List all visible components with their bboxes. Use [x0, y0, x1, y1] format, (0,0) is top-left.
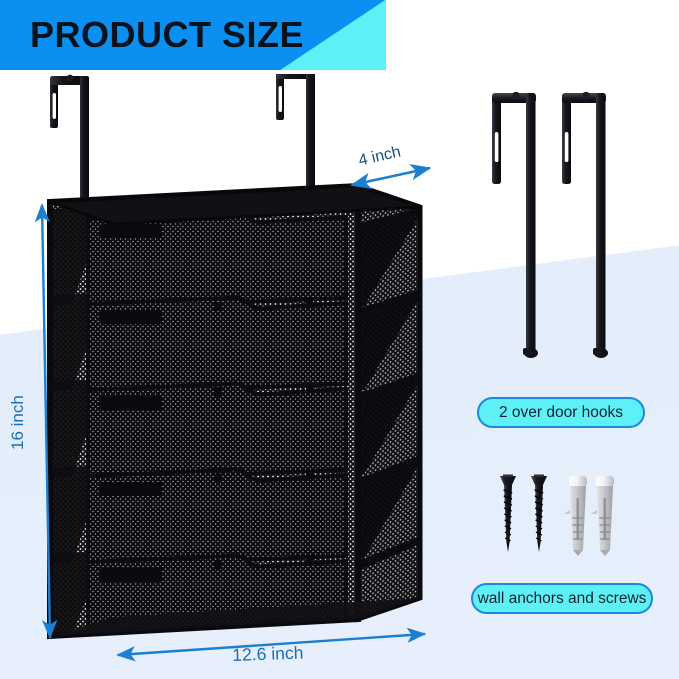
screw	[531, 474, 547, 552]
organizer-tier	[86, 381, 348, 483]
over-door-hooks-illustration	[470, 92, 630, 377]
organizer-door-hook-right	[276, 74, 315, 194]
organizer-tier	[86, 295, 348, 397]
banner-accent-triangle	[281, 0, 386, 70]
organizer-side-panel	[355, 182, 423, 623]
callout-over-door-hooks: 2 over door hooks	[477, 397, 645, 428]
organizer-tier	[86, 467, 348, 569]
screw	[500, 474, 516, 552]
height-label: 16 inch	[8, 395, 27, 450]
width-label: 12.6 inch	[232, 642, 304, 665]
organizer-tier	[86, 209, 348, 311]
callout-wall-anchors-and-screws: wall anchors and screws	[471, 583, 653, 614]
page-title: PRODUCT SIZE	[30, 14, 305, 55]
product-illustration	[28, 74, 448, 649]
over-door-hook	[492, 92, 538, 358]
over-door-hook	[562, 92, 608, 358]
wall-anchor	[563, 476, 587, 556]
wall-hardware-illustration	[495, 472, 625, 564]
organizer-top-rim	[49, 184, 421, 226]
header-banner: PRODUCT SIZE	[0, 0, 386, 70]
wall-anchor	[590, 476, 614, 556]
organizer-bottom-rim	[50, 598, 420, 636]
organizer-front-face	[47, 182, 361, 640]
organizer-door-hook-left	[50, 74, 89, 206]
